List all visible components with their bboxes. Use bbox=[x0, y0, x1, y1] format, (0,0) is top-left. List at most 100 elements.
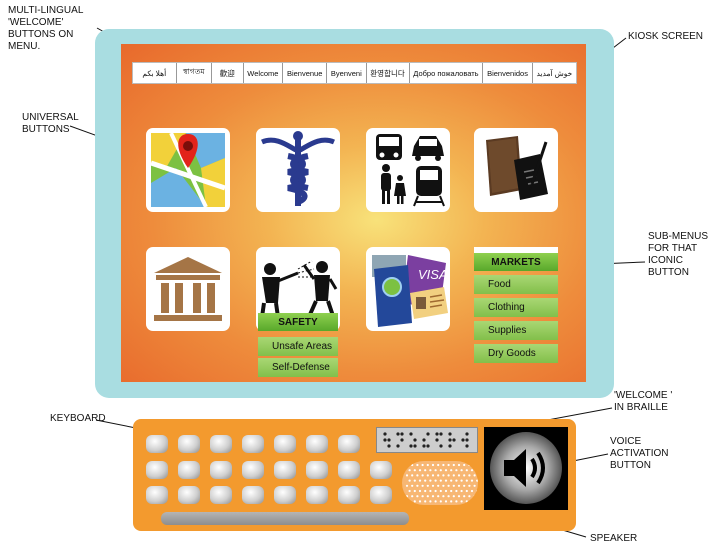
speaker-hole bbox=[447, 474, 450, 477]
markets-menu-header[interactable]: MARKETS bbox=[474, 247, 558, 271]
braille-dots-icon bbox=[383, 432, 469, 448]
speaker-hole bbox=[434, 469, 437, 472]
speaker-hole bbox=[429, 479, 432, 482]
label-voice-button: VOICE ACTIVATION BUTTON bbox=[610, 436, 669, 471]
keyboard-key[interactable] bbox=[274, 435, 296, 453]
speaker-hole bbox=[473, 474, 476, 477]
speaker-hole bbox=[418, 469, 422, 472]
speaker-hole bbox=[468, 474, 471, 477]
speaker-hole bbox=[408, 489, 411, 493]
speaker-hole bbox=[460, 469, 463, 472]
speaker-hole bbox=[429, 500, 432, 503]
lang-button-french[interactable]: Bienvenue bbox=[283, 63, 328, 83]
keyboard-key[interactable] bbox=[210, 486, 232, 504]
braille-dot bbox=[461, 438, 465, 442]
lang-button-russian[interactable]: Добро пожаловать bbox=[410, 63, 484, 83]
safety-item-self-defense[interactable]: Self-Defense bbox=[258, 358, 338, 377]
keyboard-key[interactable] bbox=[146, 461, 168, 479]
markets-item-supplies[interactable]: Supplies bbox=[474, 321, 558, 340]
speaker-hole bbox=[450, 479, 453, 482]
braille-welcome-panel bbox=[376, 427, 478, 453]
keyboard-key[interactable] bbox=[146, 435, 168, 453]
lang-button-chinese[interactable]: 歡迎 bbox=[212, 63, 244, 83]
lang-button-arabic[interactable]: أهلا بكم bbox=[133, 63, 177, 83]
tile-passport[interactable]: VISA bbox=[366, 247, 450, 331]
braille-dot bbox=[400, 438, 404, 442]
keyboard-key[interactable] bbox=[306, 486, 328, 504]
speaker-holes-icon bbox=[405, 463, 478, 503]
keyboard-key[interactable] bbox=[210, 435, 232, 453]
lang-button-korean[interactable]: 환영합니다 bbox=[367, 63, 410, 83]
speaker-hole bbox=[457, 484, 461, 487]
braille-dot bbox=[409, 432, 413, 436]
speaker-hole bbox=[473, 484, 476, 487]
keyboard-key[interactable] bbox=[242, 486, 264, 504]
speaker-hole bbox=[413, 500, 416, 503]
speaker-hole bbox=[426, 474, 429, 477]
speaker-hole bbox=[442, 484, 445, 487]
speaker-hole bbox=[450, 469, 453, 472]
speaker-hole bbox=[416, 495, 419, 498]
speaker-hole bbox=[434, 489, 437, 493]
keyboard-key[interactable] bbox=[242, 435, 264, 453]
voice-activation-button[interactable] bbox=[484, 427, 568, 510]
markets-item-food[interactable]: Food bbox=[474, 275, 558, 294]
keyboard-key[interactable] bbox=[338, 435, 360, 453]
speaker-hole bbox=[424, 500, 427, 503]
speaker-hole bbox=[452, 484, 455, 487]
lang-button-spanish[interactable]: Bienvenidos bbox=[483, 63, 533, 83]
speaker-hole bbox=[405, 484, 409, 487]
keyboard-key[interactable] bbox=[274, 486, 296, 504]
speaker-hole bbox=[460, 500, 463, 503]
keyboard-key[interactable] bbox=[178, 486, 200, 504]
keyboard-key[interactable] bbox=[178, 461, 200, 479]
speaker-hole bbox=[408, 469, 411, 472]
tile-government[interactable] bbox=[146, 247, 230, 331]
braille-dot bbox=[400, 432, 404, 436]
keyboard-key[interactable] bbox=[370, 486, 392, 504]
speaker-hole bbox=[421, 463, 424, 467]
tile-map[interactable] bbox=[146, 128, 230, 212]
tile-transportation[interactable] bbox=[366, 128, 450, 212]
speaker-hole bbox=[411, 474, 414, 477]
braille-dot bbox=[387, 438, 391, 442]
safety-item-unsafe-areas[interactable]: Unsafe Areas bbox=[258, 337, 338, 356]
keyboard-key[interactable] bbox=[178, 435, 200, 453]
lang-button-english[interactable]: Welcome bbox=[244, 63, 284, 83]
keyboard-key[interactable] bbox=[274, 461, 296, 479]
safety-menu-header[interactable]: SAFETY bbox=[258, 313, 338, 331]
keyboard-key[interactable] bbox=[306, 461, 328, 479]
language-bar: أهلا بكم স্বাগতম 歡迎 Welcome Bienvenue By… bbox=[132, 62, 577, 84]
speaker-hole bbox=[426, 463, 429, 467]
markets-item-clothing[interactable]: Clothing bbox=[474, 298, 558, 317]
speaker-hole bbox=[424, 469, 427, 472]
braille-dot bbox=[422, 444, 426, 448]
spacebar[interactable] bbox=[161, 512, 409, 525]
lang-button-haitian[interactable]: Byenveni bbox=[327, 63, 367, 83]
keyboard-key[interactable] bbox=[370, 461, 392, 479]
speaker-hole bbox=[405, 474, 409, 477]
braille-dot bbox=[387, 444, 391, 448]
speaker-hole bbox=[426, 484, 429, 487]
speaker-volume-icon bbox=[490, 432, 562, 504]
speaker-hole bbox=[463, 484, 466, 487]
tile-medical[interactable] bbox=[256, 128, 340, 212]
speaker-hole bbox=[408, 479, 411, 482]
speaker-hole bbox=[431, 495, 435, 498]
tile-documents[interactable] bbox=[474, 128, 558, 212]
keyboard-key[interactable] bbox=[338, 461, 360, 479]
speaker-hole bbox=[450, 500, 453, 503]
lang-button-farsi[interactable]: خوش آمدید bbox=[536, 68, 573, 78]
speaker-hole bbox=[437, 495, 440, 498]
speaker-hole bbox=[457, 474, 461, 477]
speaker-hole bbox=[429, 489, 432, 493]
markets-item-dry-goods[interactable]: Dry Goods bbox=[474, 344, 558, 363]
keyboard-key[interactable] bbox=[210, 461, 232, 479]
keyboard-key[interactable] bbox=[338, 486, 360, 504]
keyboard-key[interactable] bbox=[306, 435, 328, 453]
braille-dot bbox=[435, 432, 439, 436]
keyboard-key[interactable] bbox=[146, 486, 168, 504]
lang-button-bengali[interactable]: স্বাগতম bbox=[177, 63, 213, 83]
speaker-hole bbox=[418, 489, 422, 493]
keyboard-key[interactable] bbox=[242, 461, 264, 479]
